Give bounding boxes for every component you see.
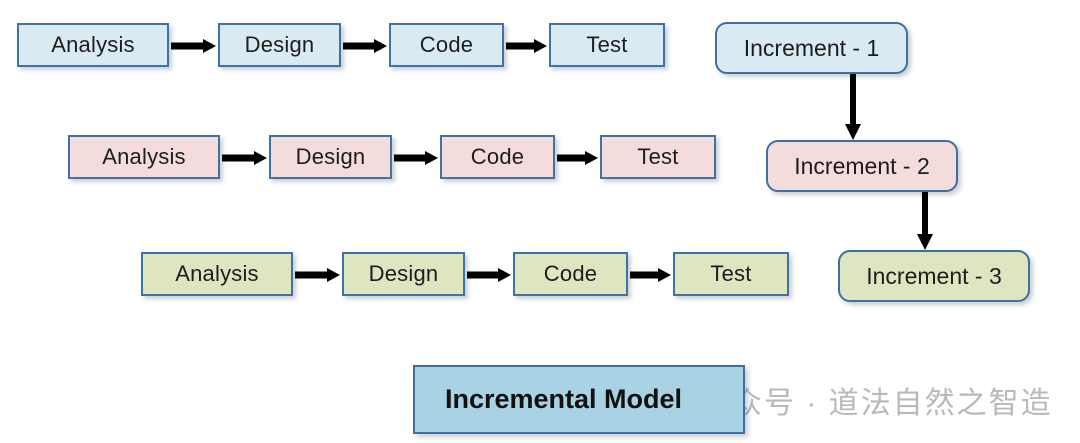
increment-box-label: Increment - 2 — [794, 152, 930, 179]
phase-box-increment-3-design: Design — [342, 252, 465, 296]
phase-box-label: Test — [637, 144, 679, 169]
phase-box-increment-2-code: Code — [440, 135, 555, 179]
phase-box-increment-2-design: Design — [269, 135, 392, 179]
flow-arrow-increment-1-3 — [506, 38, 547, 54]
phase-box-increment-3-code: Code — [513, 252, 628, 296]
phase-box-increment-3-test: Test — [673, 252, 789, 296]
watermark-text: 公众号 · 道法自然之智造 — [700, 387, 1053, 420]
phase-box-label: Design — [244, 32, 315, 57]
increment-arrow-2 — [916, 192, 934, 250]
phase-box-label: Test — [710, 261, 752, 286]
phase-box-increment-1-analysis: Analysis — [17, 23, 169, 67]
diagram-title-box: Incremental Model — [413, 365, 745, 434]
flow-arrow-increment-2-2 — [394, 150, 438, 166]
flow-arrow-increment-3-2 — [467, 267, 511, 283]
phase-box-label: Code — [543, 261, 598, 286]
phase-box-increment-1-design: Design — [218, 23, 341, 67]
flow-arrow-increment-1-1 — [171, 38, 216, 54]
flow-arrow-increment-3-3 — [630, 267, 671, 283]
flow-arrow-increment-2-3 — [557, 150, 598, 166]
increment-box-2: Increment - 2 — [766, 140, 958, 192]
increment-box-label: Increment - 1 — [743, 34, 880, 61]
phase-box-label: Design — [368, 261, 439, 286]
phase-box-label: Test — [586, 32, 628, 57]
phase-box-label: Design — [295, 144, 366, 169]
phase-box-increment-1-code: Code — [389, 23, 504, 67]
phase-box-label: Code — [470, 144, 525, 169]
increment-box-3: Increment - 3 — [838, 250, 1030, 302]
watermark: 公众号 · 道法自然之智造 — [700, 378, 1053, 422]
phase-box-increment-2-analysis: Analysis — [68, 135, 220, 179]
phase-box-label: Analysis — [51, 32, 135, 57]
phase-box-increment-3-analysis: Analysis — [141, 252, 293, 296]
flow-arrow-increment-2-1 — [222, 150, 267, 166]
page-title: Incremental Model — [445, 384, 683, 414]
phase-box-label: Analysis — [175, 261, 259, 286]
phase-box-label: Analysis — [102, 144, 186, 169]
increment-arrow-1 — [844, 74, 862, 140]
flow-arrow-increment-3-1 — [295, 267, 340, 283]
increment-box-1: Increment - 1 — [715, 22, 908, 74]
increment-box-label: Increment - 3 — [866, 262, 1002, 289]
phase-box-increment-2-test: Test — [600, 135, 716, 179]
flow-arrow-increment-1-2 — [343, 38, 387, 54]
phase-box-label: Code — [419, 32, 474, 57]
phase-box-increment-1-test: Test — [549, 23, 665, 67]
